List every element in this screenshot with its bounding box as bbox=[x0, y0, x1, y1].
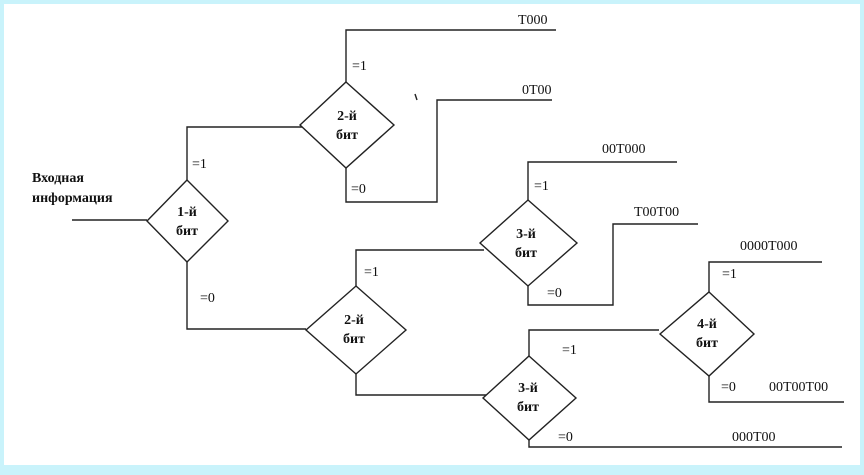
output-0000T000: 0000T000 bbox=[740, 239, 798, 254]
n3a-zero-branch bbox=[527, 223, 698, 306]
node-bit-3-lower-label-line1: 3-й bbox=[518, 381, 538, 396]
n4-zero-branch bbox=[708, 376, 844, 403]
node-bit-2-lower-label-line2: бит bbox=[343, 332, 365, 347]
stray-mark bbox=[414, 93, 418, 101]
n2a-zero-branch bbox=[345, 99, 552, 203]
output-00T000: 00T000 bbox=[602, 142, 646, 157]
n3a-one-label: =1 bbox=[534, 179, 549, 194]
output-T000: T000 bbox=[518, 13, 548, 28]
node-bit-1-label-line2: бит bbox=[176, 224, 198, 239]
n2a-one-label: =1 bbox=[352, 59, 367, 74]
n3a-one-branch bbox=[527, 161, 677, 200]
n3b-one-branch bbox=[528, 329, 659, 356]
n3a-zero-label: =0 bbox=[547, 286, 562, 301]
n4-zero-label: =0 bbox=[721, 380, 736, 395]
n2a-one-branch bbox=[345, 29, 556, 82]
node-bit-2-upper-label-line2: бит bbox=[336, 128, 358, 143]
n2a-zero-label: =0 bbox=[351, 182, 366, 197]
node-bit-3-lower: 3-й бит bbox=[481, 355, 578, 441]
n4-one-branch bbox=[708, 261, 822, 292]
node-bit-2-upper: 2-й бит bbox=[298, 81, 396, 169]
node-bit-4: 4-й бит bbox=[658, 291, 756, 377]
n2b-one-branch bbox=[355, 249, 484, 286]
n1-zero-label: =0 bbox=[200, 291, 215, 306]
n1-one-label: =1 bbox=[192, 157, 207, 172]
node-bit-3-upper-label-line1: 3-й bbox=[516, 227, 536, 242]
output-00T00T00: 00T00T00 bbox=[769, 380, 828, 395]
node-bit-3-upper-label-line2: бит bbox=[515, 246, 537, 261]
n3b-zero-label: =0 bbox=[558, 430, 573, 445]
n2b-one-label: =1 bbox=[364, 265, 379, 280]
node-bit-3-lower-label-line2: бит bbox=[517, 400, 539, 415]
n1-one-branch bbox=[186, 126, 306, 180]
n2b-zero-branch bbox=[355, 374, 488, 396]
output-0T00: 0T00 bbox=[522, 83, 552, 98]
node-bit-1-label-line1: 1-й bbox=[177, 205, 197, 220]
node-bit-1: 1-й бит bbox=[146, 179, 229, 263]
n3b-zero-branch bbox=[528, 440, 842, 448]
binary-decision-tree: Входная информация =1 =0 =1 =0 T000 0T00… bbox=[32, 13, 844, 448]
input-label-line1: Входная bbox=[32, 171, 84, 186]
input-label-line2: информация bbox=[32, 191, 113, 206]
node-bit-2-lower-label-line1: 2-й bbox=[344, 313, 364, 328]
output-000T00: 000T00 bbox=[732, 430, 776, 445]
node-bit-4-label-line2: бит bbox=[696, 336, 718, 351]
node-bit-2-lower: 2-й бит bbox=[304, 285, 408, 375]
n4-one-label: =1 bbox=[722, 267, 737, 282]
output-T00T00: T00T00 bbox=[634, 205, 679, 220]
node-bit-4-label-line1: 4-й bbox=[697, 317, 717, 332]
n1-zero-branch bbox=[186, 262, 306, 330]
node-bit-2-upper-label-line1: 2-й bbox=[337, 109, 357, 124]
n3b-one-label: =1 bbox=[562, 343, 577, 358]
node-bit-3-upper: 3-й бит bbox=[478, 199, 579, 287]
